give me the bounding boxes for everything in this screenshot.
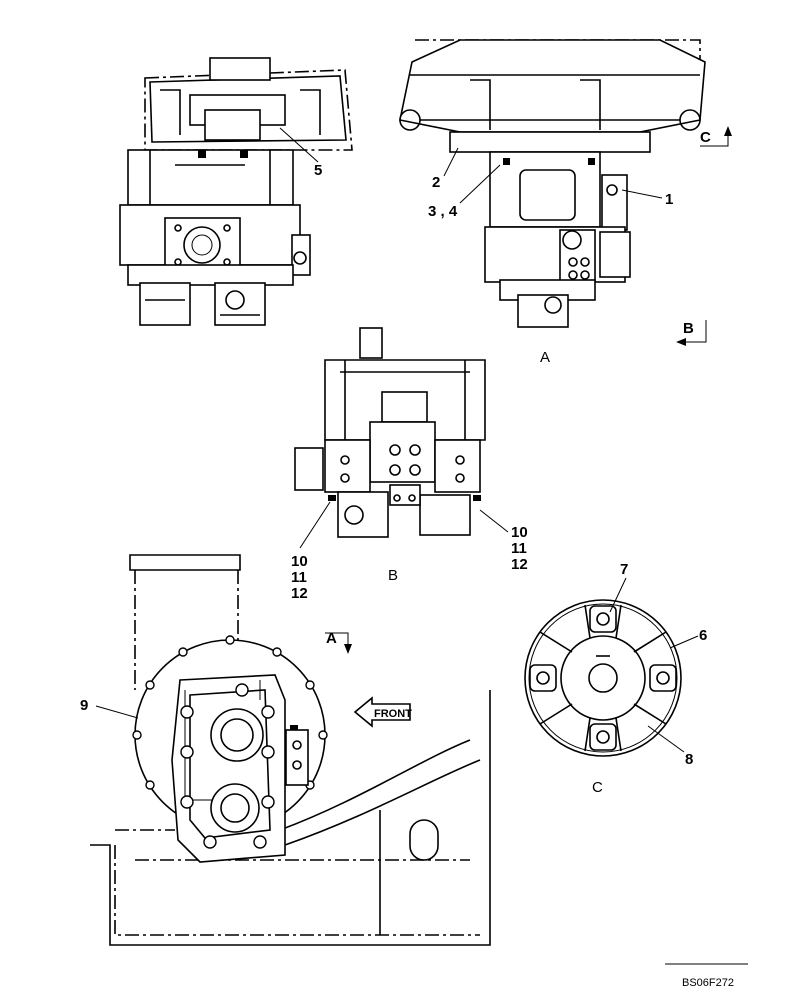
callout-3-4: 3 , 4 (428, 203, 458, 220)
section-marker-c: C (700, 126, 732, 147)
leader-7 (609, 577, 627, 613)
leader-2 (443, 147, 459, 177)
pump-mounting-top-view (90, 554, 491, 946)
front-label: FRONT (374, 708, 412, 720)
leader-10-left (299, 501, 331, 549)
callout-1: 1 (665, 191, 673, 208)
callout-9: 9 (80, 697, 88, 714)
callout-12-left: 12 (291, 585, 308, 602)
section-marker-a: A (325, 630, 352, 654)
view-c-flexible-coupling (524, 599, 682, 757)
callout-10-right: 10 (511, 524, 528, 541)
front-direction-arrow: FRONT (353, 696, 412, 728)
pump-assembly-side-view (119, 57, 353, 326)
leader-10-right (479, 509, 509, 533)
callout-10-left: 10 (291, 553, 308, 570)
callout-5: 5 (314, 162, 322, 179)
callout-8: 8 (685, 751, 693, 768)
leader-1 (621, 189, 663, 199)
view-b-pump-front (294, 327, 486, 538)
drawing-code: BS06F272 (682, 977, 734, 989)
callout-7: 7 (620, 561, 628, 578)
callout-2: 2 (432, 174, 440, 191)
leader-6 (669, 635, 699, 649)
svg-text:B: B (683, 320, 694, 337)
svg-text:C: C (700, 129, 711, 146)
view-label-a: A (540, 349, 550, 366)
svg-text:A: A (326, 630, 337, 647)
view-label-c: C (592, 779, 603, 796)
leader-3-4 (459, 164, 501, 204)
view-a-engine-mount (399, 39, 706, 328)
section-marker-b: B (676, 320, 707, 346)
leader-9 (95, 705, 139, 719)
callout-11-left: 11 (291, 569, 307, 586)
view-label-b: B (388, 567, 398, 584)
leader-5 (279, 127, 319, 163)
callout-12-right: 12 (511, 556, 528, 573)
leader-8 (647, 725, 685, 753)
callout-11-right: 11 (511, 540, 527, 557)
callout-6: 6 (699, 627, 707, 644)
